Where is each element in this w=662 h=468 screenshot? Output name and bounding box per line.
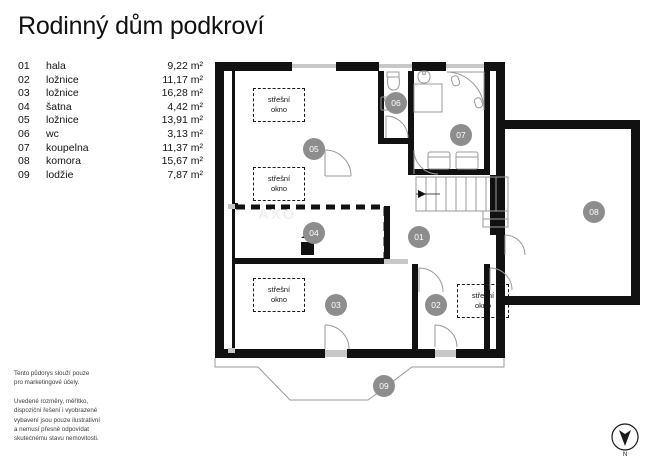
skylight-line-2: okno [474, 301, 492, 310]
legend-area: 15,67 m² [161, 155, 203, 168]
legend-name: ložnice [46, 114, 79, 127]
room-legend: 01 hala 9,22 m² 02 ložnice 11,17 m² 03 l… [18, 60, 203, 182]
skylight-line-2: okno [270, 184, 288, 193]
room-badge-07: 07 [450, 124, 472, 146]
legend-area: 9,22 m² [167, 60, 203, 72]
compass-rose: N [608, 420, 642, 460]
compass-needle-icon [619, 430, 631, 446]
legend-name: wc [46, 127, 59, 140]
skylight-line-2: okno [270, 105, 288, 114]
legend-number: 02 [18, 73, 30, 86]
legend-number: 03 [18, 87, 30, 100]
dashed-partition [236, 204, 389, 258]
room-badge-04: 04 [303, 222, 325, 244]
legend-name: lodžie [46, 168, 74, 181]
legend-number: 01 [18, 60, 30, 72]
legend-name: ložnice [46, 87, 79, 100]
door-sills [325, 259, 456, 357]
skylight-line-1: střešní [267, 94, 291, 104]
legend-name: koupelna [46, 141, 89, 154]
room-badge-08: 08 [583, 201, 605, 223]
room-badge-09: 09 [373, 375, 395, 397]
legend-area: 13,91 m² [161, 114, 203, 127]
compass-circle [611, 423, 639, 451]
skylight-line-2: okno [270, 295, 288, 304]
skylight-box-1: střešní okno [253, 88, 305, 122]
disclaimer-text: Tento půdorys slouží pouze pro marketing… [14, 369, 184, 444]
loggia-outline [214, 358, 505, 401]
walls [215, 62, 640, 358]
disclaimer-line: skutečnému stavu nemovitosti. [14, 435, 99, 443]
legend-area: 11,17 m² [162, 73, 203, 86]
skylight-line-1: střešní [267, 173, 291, 183]
legend-area: 3,13 m² [167, 127, 203, 140]
skylight-box-4: střešní okno [457, 284, 509, 318]
legend-name: hala [46, 60, 66, 72]
legend-row: 06 wc 3,13 m² [18, 128, 203, 142]
eave-strip-marks [228, 204, 235, 353]
legend-row: 04 šatna 4,42 m² [18, 101, 203, 115]
legend-row: 07 koupelna 11,37 m² [18, 142, 203, 156]
legend-number: 09 [18, 168, 30, 181]
legend-row: 02 ložnice 11,17 m² [18, 74, 203, 88]
legend-area: 11,37 m² [162, 141, 203, 154]
disclaimer-line: a nemusí přesně odpovídat [14, 426, 89, 434]
disclaimer-line: dispoziční řešení i vyobrazené [14, 407, 98, 415]
legend-number: 06 [18, 127, 30, 140]
bathroom-fixtures [413, 70, 485, 170]
legend-number: 07 [18, 141, 30, 154]
legend-name: komora [46, 155, 82, 168]
room-badge-03: 03 [325, 294, 347, 316]
legend-name: ložnice [46, 73, 79, 86]
disclaimer-line: Uvedené rozměry, měřítko, [14, 397, 89, 405]
legend-row: 09 lodžie 7,87 m² [18, 169, 203, 183]
room-badge-06: 06 [385, 92, 407, 114]
legend-row: 03 ložnice 16,28 m² [18, 87, 203, 101]
legend-area: 7,87 m² [167, 168, 203, 181]
legend-name: šatna [46, 100, 72, 113]
disclaimer-line: pro marketingové účely. [14, 379, 80, 387]
skylight-box-3: střešní okno [253, 278, 305, 312]
compass-north-label: N [623, 452, 627, 458]
legend-area: 4,42 m² [167, 100, 203, 113]
legend-number: 08 [18, 155, 30, 168]
skylight-box-2: střešní okno [253, 167, 305, 201]
legend-number: 04 [18, 100, 30, 113]
legend-number: 05 [18, 114, 30, 127]
doors [324, 115, 526, 350]
page-title: Rodinný dům podkroví [18, 12, 265, 40]
room-badge-01: 01 [408, 226, 430, 248]
disclaimer-line: vybavení jsou pouze ilustrativní [14, 416, 100, 424]
disclaimer-line: Tento půdorys slouží pouze [14, 370, 90, 377]
window-openings [292, 64, 484, 68]
room-badge-02: 02 [425, 294, 447, 316]
skylight-line-1: střešní [267, 284, 291, 294]
room-badge-05: 05 [303, 138, 325, 160]
skylight-line-1: střešní [471, 290, 495, 300]
legend-area: 16,28 m² [161, 87, 203, 100]
legend-row: 08 komora 15,67 m² [18, 155, 203, 169]
legend-row: 01 hala 9,22 m² [18, 60, 203, 74]
legend-row: 05 ložnice 13,91 m² [18, 114, 203, 128]
